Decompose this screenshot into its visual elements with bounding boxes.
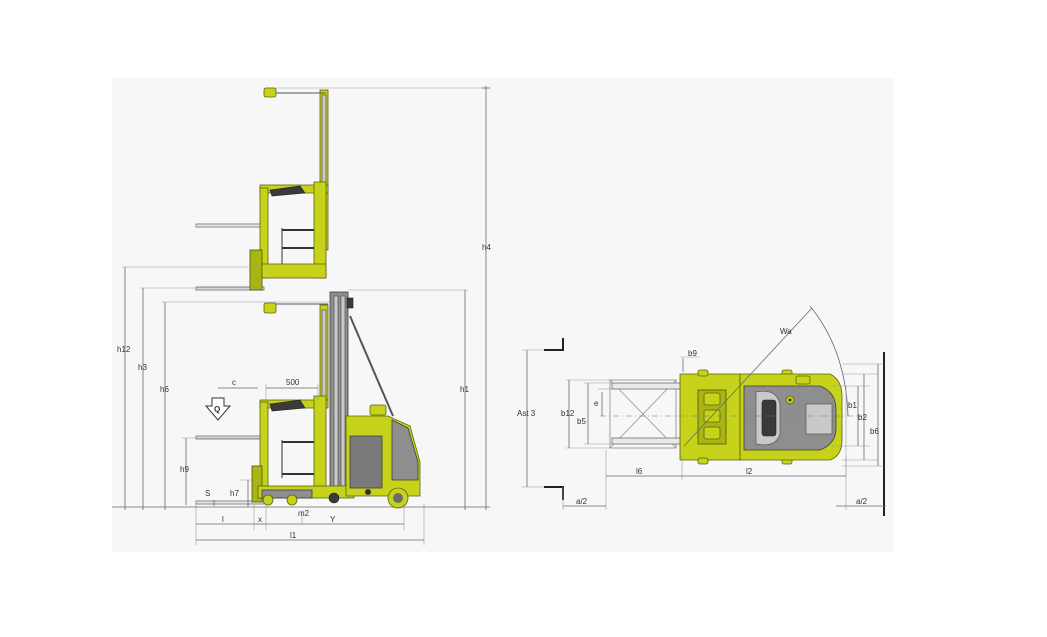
aisle-corner-top [544, 338, 564, 351]
label-a2-right: a/2 [856, 497, 868, 506]
label-e: e [594, 399, 599, 408]
upper-fork [195, 435, 261, 440]
raised-platform [122, 87, 488, 291]
light-icon [263, 302, 277, 314]
fork-top-left [611, 382, 685, 390]
label-b6: b6 [870, 427, 879, 436]
label-y: Y [330, 515, 336, 524]
top-view: Ast 3 Wa b9 [517, 305, 886, 516]
load-arrow-icon: Q [204, 397, 232, 421]
label-c: c [232, 378, 236, 387]
label-ast3: Ast 3 [517, 409, 536, 418]
label-l2: l2 [746, 467, 753, 476]
label-b2: b2 [858, 413, 867, 422]
label-h7: h7 [230, 489, 239, 498]
label-l: l [222, 515, 224, 524]
label-h4: h4 [482, 243, 491, 252]
fork-top-right [611, 437, 685, 445]
raised-light-icon [263, 87, 277, 98]
label-h1: h1 [460, 385, 469, 394]
label-b12: b12 [561, 409, 575, 418]
drawing-panel [112, 78, 894, 552]
label-b9: b9 [688, 349, 697, 358]
mast-brace [349, 315, 394, 417]
label-wa: Wa [780, 327, 792, 336]
side-view: Q h4 h1 h12 h3 h6 h9 c 500 S [112, 86, 491, 545]
label-h12: h12 [117, 345, 131, 354]
aisle-corner-bottom [544, 486, 564, 500]
label-h6: h6 [160, 385, 169, 394]
label-m2: m2 [298, 509, 310, 518]
truck-side [195, 291, 421, 509]
label-a2-left: a/2 [576, 497, 588, 506]
label-500: 500 [286, 378, 300, 387]
load-wheel [262, 494, 274, 506]
label-s: S [205, 489, 210, 498]
raised-lower-fork [195, 286, 265, 291]
platform-post [313, 395, 327, 497]
label-h3: h3 [138, 363, 147, 372]
wa-arc [809, 305, 849, 417]
label-q: Q [214, 405, 220, 414]
label-h9: h9 [180, 465, 189, 474]
pallet-outline [609, 379, 677, 449]
label-x: x [258, 515, 262, 524]
raised-upper-fork [195, 223, 261, 228]
label-b5: b5 [577, 417, 586, 426]
label-l6: l6 [636, 467, 643, 476]
label-b1: b1 [848, 401, 857, 410]
label-l1: l1 [290, 531, 297, 540]
